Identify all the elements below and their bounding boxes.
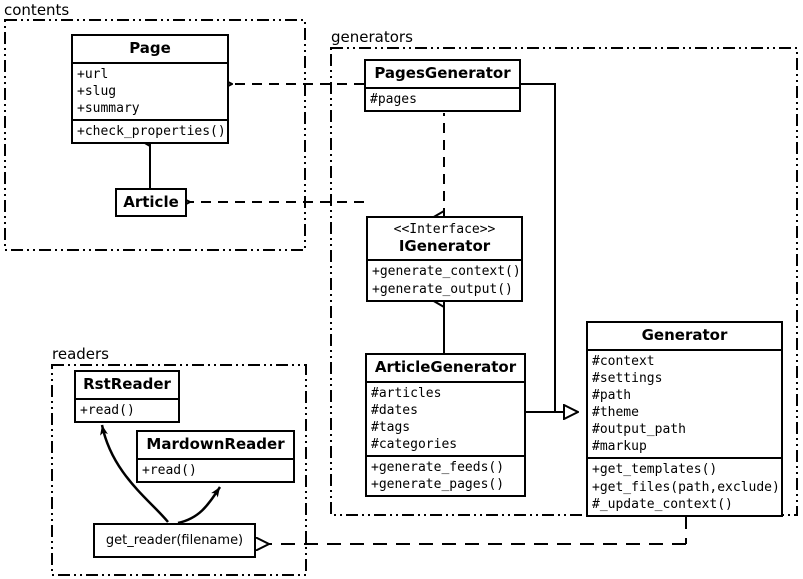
class-box-generator[interactable]: Generator #context #settings #path #them… [586, 321, 783, 517]
class-methods-generator: +get_templates() +get_files(path,exclude… [588, 457, 781, 514]
class-header-igenerator: <<Interface>> IGenerator [368, 218, 521, 259]
package-label-contents: contents [4, 1, 70, 19]
class-title-mardownreader: MardownReader [146, 435, 285, 453]
method-row: +get_templates() [592, 462, 718, 478]
class-title-pagesgenerator: PagesGenerator [374, 64, 511, 82]
package-label-readers: readers [52, 345, 109, 363]
flow-getreader-to-mardownreader [177, 486, 222, 525]
class-stereotype-igenerator: <<Interface>> [393, 222, 496, 237]
class-attributes-generator: #context #settings #path #theme #output_… [588, 348, 781, 458]
attribute-row: #settings [592, 370, 663, 386]
method-row: +generate_pages() [371, 477, 505, 493]
attribute-row: #articles [371, 385, 442, 401]
function-box-get-reader[interactable]: get_reader(filename) [93, 523, 256, 558]
class-title-rstreader: RstReader [83, 375, 171, 393]
method-row: +check_properties() [77, 123, 226, 139]
class-box-pagesgenerator[interactable]: PagesGenerator #pages [364, 59, 521, 112]
attribute-row: #dates [371, 402, 418, 418]
attribute-row: #theme [592, 404, 639, 420]
attribute-row: #tags [371, 419, 411, 435]
attribute-row: #categories [371, 436, 458, 452]
class-title-page: Page [129, 39, 171, 57]
attribute-row: #context [592, 353, 655, 369]
attribute-row: #markup [592, 439, 647, 455]
class-methods-articlegenerator: +generate_feeds() +generate_pages() [367, 455, 524, 495]
attribute-row: #output_path [592, 422, 686, 438]
attribute-row: #path [592, 387, 632, 403]
class-methods-rstreader: +read() [76, 397, 178, 421]
class-box-article[interactable]: Article [115, 188, 187, 217]
method-row: +generate_context() [372, 264, 521, 280]
class-methods-page: +check_properties() [73, 118, 227, 142]
class-title-article: Article [123, 193, 179, 211]
method-row: #_update_context() [592, 496, 733, 512]
class-title-generator: Generator [641, 326, 728, 344]
attribute-row: +url [77, 66, 109, 82]
package-label-generators: generators [331, 28, 413, 46]
class-title-igenerator: IGenerator [398, 236, 491, 255]
method-row: +generate_output() [372, 281, 513, 297]
attribute-row: #pages [370, 91, 417, 107]
class-box-rstreader[interactable]: RstReader +read() [74, 370, 180, 423]
function-label-get-reader: get_reader(filename) [105, 533, 244, 548]
class-attributes-pagesgenerator: #pages [366, 86, 519, 110]
class-box-mardownreader[interactable]: MardownReader +read() [136, 430, 295, 483]
class-box-articlegenerator[interactable]: ArticleGenerator #articles #dates #tags … [365, 353, 526, 498]
class-box-page[interactable]: Page +url +slug +summary +check_properti… [71, 34, 229, 145]
class-methods-igenerator: +generate_context() +generate_output() [368, 259, 521, 299]
attribute-row: +slug [77, 83, 117, 99]
method-row: +get_files(path,exclude) [592, 479, 780, 495]
class-methods-mardownreader: +read() [138, 457, 293, 481]
method-row: +read() [80, 402, 135, 418]
attribute-row: +summary [77, 100, 140, 116]
method-row: +read() [142, 462, 197, 478]
method-row: +generate_feeds() [371, 460, 505, 476]
class-box-igenerator[interactable]: <<Interface>> IGenerator +generate_conte… [366, 216, 523, 302]
class-attributes-articlegenerator: #articles #dates #tags #categories [367, 380, 524, 456]
class-title-articlegenerator: ArticleGenerator [374, 358, 517, 376]
class-attributes-page: +url +slug +summary [73, 61, 227, 119]
generalization-pagesgenerator-to-generator [521, 83, 578, 412]
